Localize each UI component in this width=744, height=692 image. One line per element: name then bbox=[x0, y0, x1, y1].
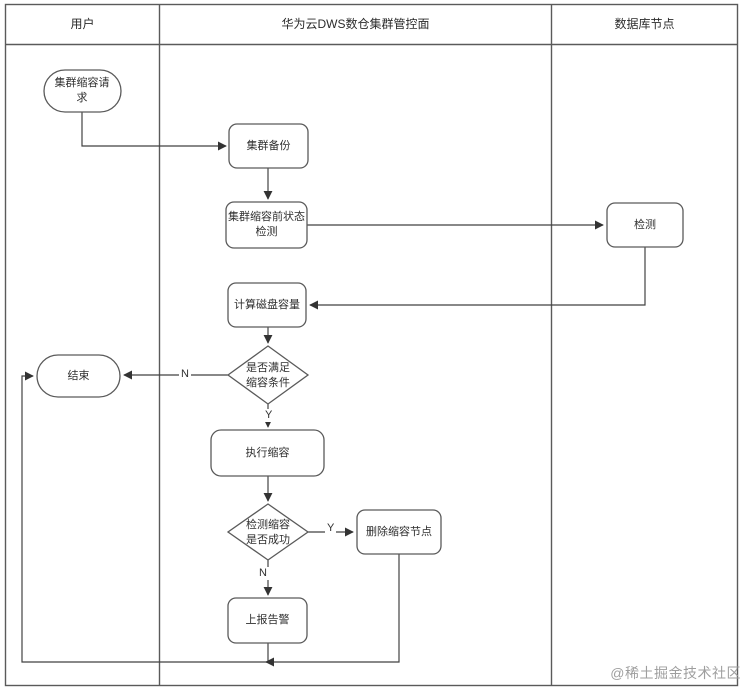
edge-delete-merge-to-loop bbox=[265, 554, 400, 667]
branch-label-no-2: N bbox=[257, 567, 269, 580]
node-backup-shape bbox=[228, 123, 309, 169]
edge-report-loop-to-end bbox=[21, 371, 269, 663]
node-precheck-shape bbox=[225, 201, 308, 249]
node-start-shape bbox=[43, 69, 122, 113]
node-report-alarm-shape bbox=[227, 597, 308, 644]
node-end-shape bbox=[36, 354, 121, 398]
branch-label-yes-2: Y bbox=[325, 522, 337, 535]
node-delete-nodes-shape bbox=[356, 509, 442, 555]
node-shapes bbox=[36, 69, 684, 644]
branch-label-no-1: N bbox=[179, 368, 191, 381]
node-calc-disk-shape bbox=[227, 282, 307, 328]
node-cond-meet-shape bbox=[226, 345, 310, 405]
edge-start-to-backup bbox=[81, 112, 227, 151]
edge-detect-to-calc bbox=[309, 247, 646, 310]
swimlane-frame bbox=[4, 3, 739, 687]
node-execute-shape bbox=[210, 429, 325, 477]
juejin-watermark: @稀土掘金技术社区 bbox=[610, 665, 741, 681]
branch-label-yes-1: Y bbox=[263, 409, 275, 422]
outer-border bbox=[4, 3, 739, 687]
node-cond-success-shape bbox=[226, 503, 310, 561]
node-detect-shape bbox=[606, 202, 684, 248]
